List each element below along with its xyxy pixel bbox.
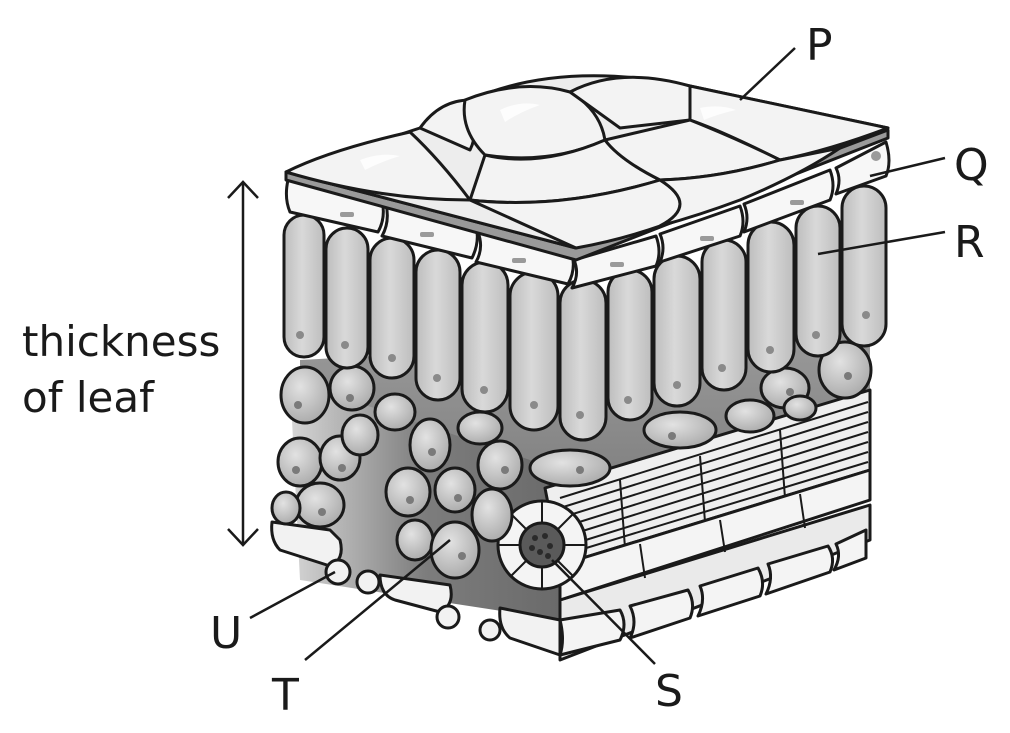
leader-p (739, 47, 796, 101)
vascular-bundle-front (496, 499, 588, 591)
thickness-label-line2: of leaf (22, 373, 155, 422)
labels: P Q R S T U thickness of leaf (22, 20, 989, 721)
leader-u (249, 570, 336, 620)
label-r: R (954, 217, 985, 268)
lower-epidermis (270, 520, 562, 657)
label-p: P (806, 20, 833, 71)
leader-t (304, 539, 451, 661)
guard-cell (324, 558, 352, 586)
leader-r (817, 230, 946, 256)
label-t: T (271, 670, 299, 721)
leader-s (551, 559, 656, 665)
right-face (558, 503, 872, 662)
leader-q (869, 156, 946, 178)
spongy-mesophyll (270, 340, 873, 580)
spongy-cell-t (429, 520, 481, 580)
vascular-bundle-side (543, 388, 872, 602)
cuticle-top (284, 74, 890, 262)
thickness-arrow (227, 180, 259, 547)
thickness-label-line1: thickness (22, 317, 220, 366)
palisade-cell-r (840, 184, 888, 348)
leader-lines (249, 47, 946, 665)
label-s: S (655, 666, 683, 717)
label-q: Q (954, 140, 989, 191)
label-u: U (210, 608, 242, 659)
palisade-mesophyll (282, 184, 888, 442)
